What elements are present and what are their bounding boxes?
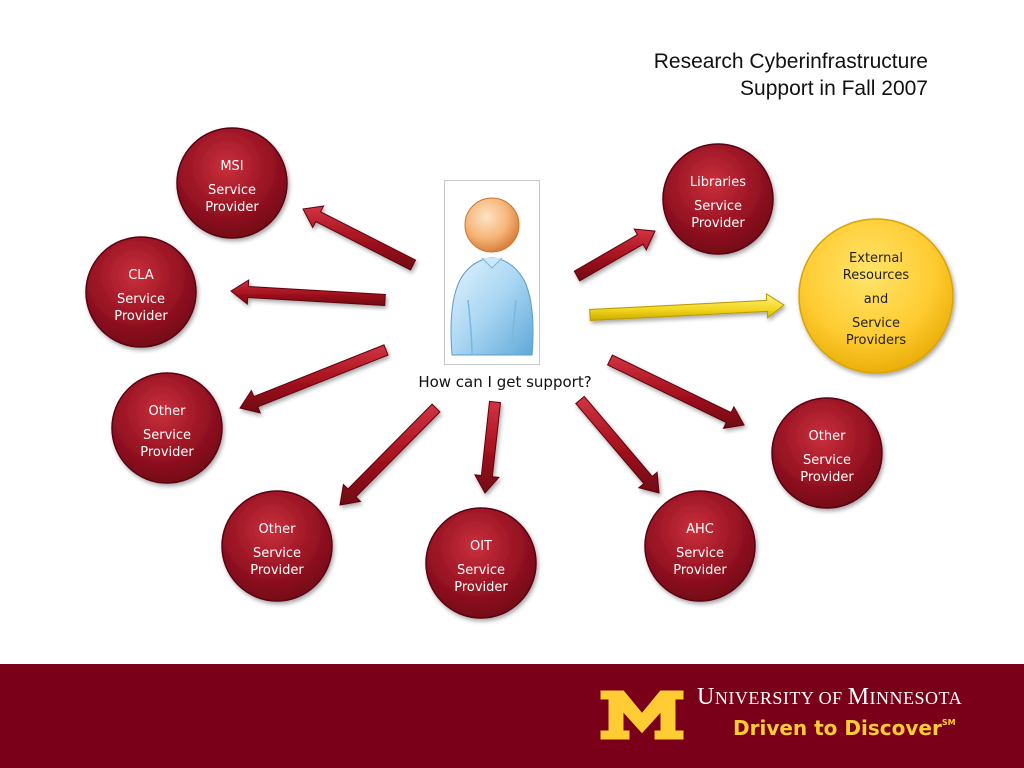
node-label-line: Provider [800,470,854,485]
node-label-line: Provider [205,200,259,215]
node-label-line: Provider [114,309,168,324]
node-circle [176,127,288,239]
arrow-to-other-left [239,344,389,414]
node-label-line: Provider [250,563,304,578]
node-label-line: Other [149,404,187,419]
node-circle [85,236,197,348]
node-label-line: Service [803,453,851,468]
node-label-line: External [849,251,903,266]
slide-title: Research Cyberinfrastructure Support in … [654,48,928,102]
node-circle [771,397,883,509]
node-label-line: Service [143,428,191,443]
univ-name-innesota: INNESOTA [869,688,963,708]
node-label-line: Provider [673,563,727,578]
univ-name-u: U [697,684,715,710]
node-label-line: Resources [843,268,910,283]
slide-title-line2: Support in Fall 2007 [740,77,928,100]
arrow-to-msi [302,205,417,271]
tagline: Driven to DiscoverSM [733,716,956,740]
node-circle [798,218,954,374]
node-label-line: MSI [220,159,243,174]
node-circle [662,143,774,255]
node-circle [425,507,537,619]
footer-bar [0,664,1024,768]
tagline-text: Driven to Discover [733,716,942,740]
service-mark: SM [941,718,956,727]
university-name: UNIVERSITY OF MINNESOTA [697,684,962,711]
node-label-line: Service [457,563,505,578]
node-label-line: Other [259,522,297,537]
node-label-line: and [864,292,888,307]
arrow-to-ahc [575,395,660,494]
center-question: How can I get support? [418,373,592,391]
univ-name-niversity: NIVERSITY OF [714,688,848,708]
node-label-line: Service [852,316,900,331]
node-label-line: Service [694,199,742,214]
block-m-logo-icon [599,689,685,741]
node-label-line: Provider [140,445,194,460]
node-label-line: Provider [454,580,508,595]
node-label-line: Service [676,546,724,561]
support-diagram: MSIServiceProviderCLAServiceProviderOthe… [85,127,954,619]
node-label-line: Service [253,546,301,561]
node-circle [111,372,223,484]
arrow-to-other-bottom-left [339,403,441,506]
arrow-to-cla [230,279,386,307]
node-circle [221,490,333,602]
node-label-line: AHC [686,522,714,537]
arrow-to-external [589,292,785,322]
person-icon [450,197,534,356]
univ-name-m: M [847,684,870,710]
node-label-line: Libraries [690,175,746,190]
node-label-line: Providers [846,333,907,348]
node-circle [644,490,756,602]
slide-title-line1: Research Cyberinfrastructure [653,50,928,73]
node-label-line: CLA [128,268,154,283]
node-label-line: Service [117,292,165,307]
arrow-to-oit [473,400,502,494]
arrow-to-libraries [573,228,656,282]
node-label-line: OIT [470,539,492,554]
arrow-to-other-right [606,354,745,430]
node-label-line: Provider [691,216,745,231]
node-label-line: Other [809,429,847,444]
node-label-line: Service [208,183,256,198]
